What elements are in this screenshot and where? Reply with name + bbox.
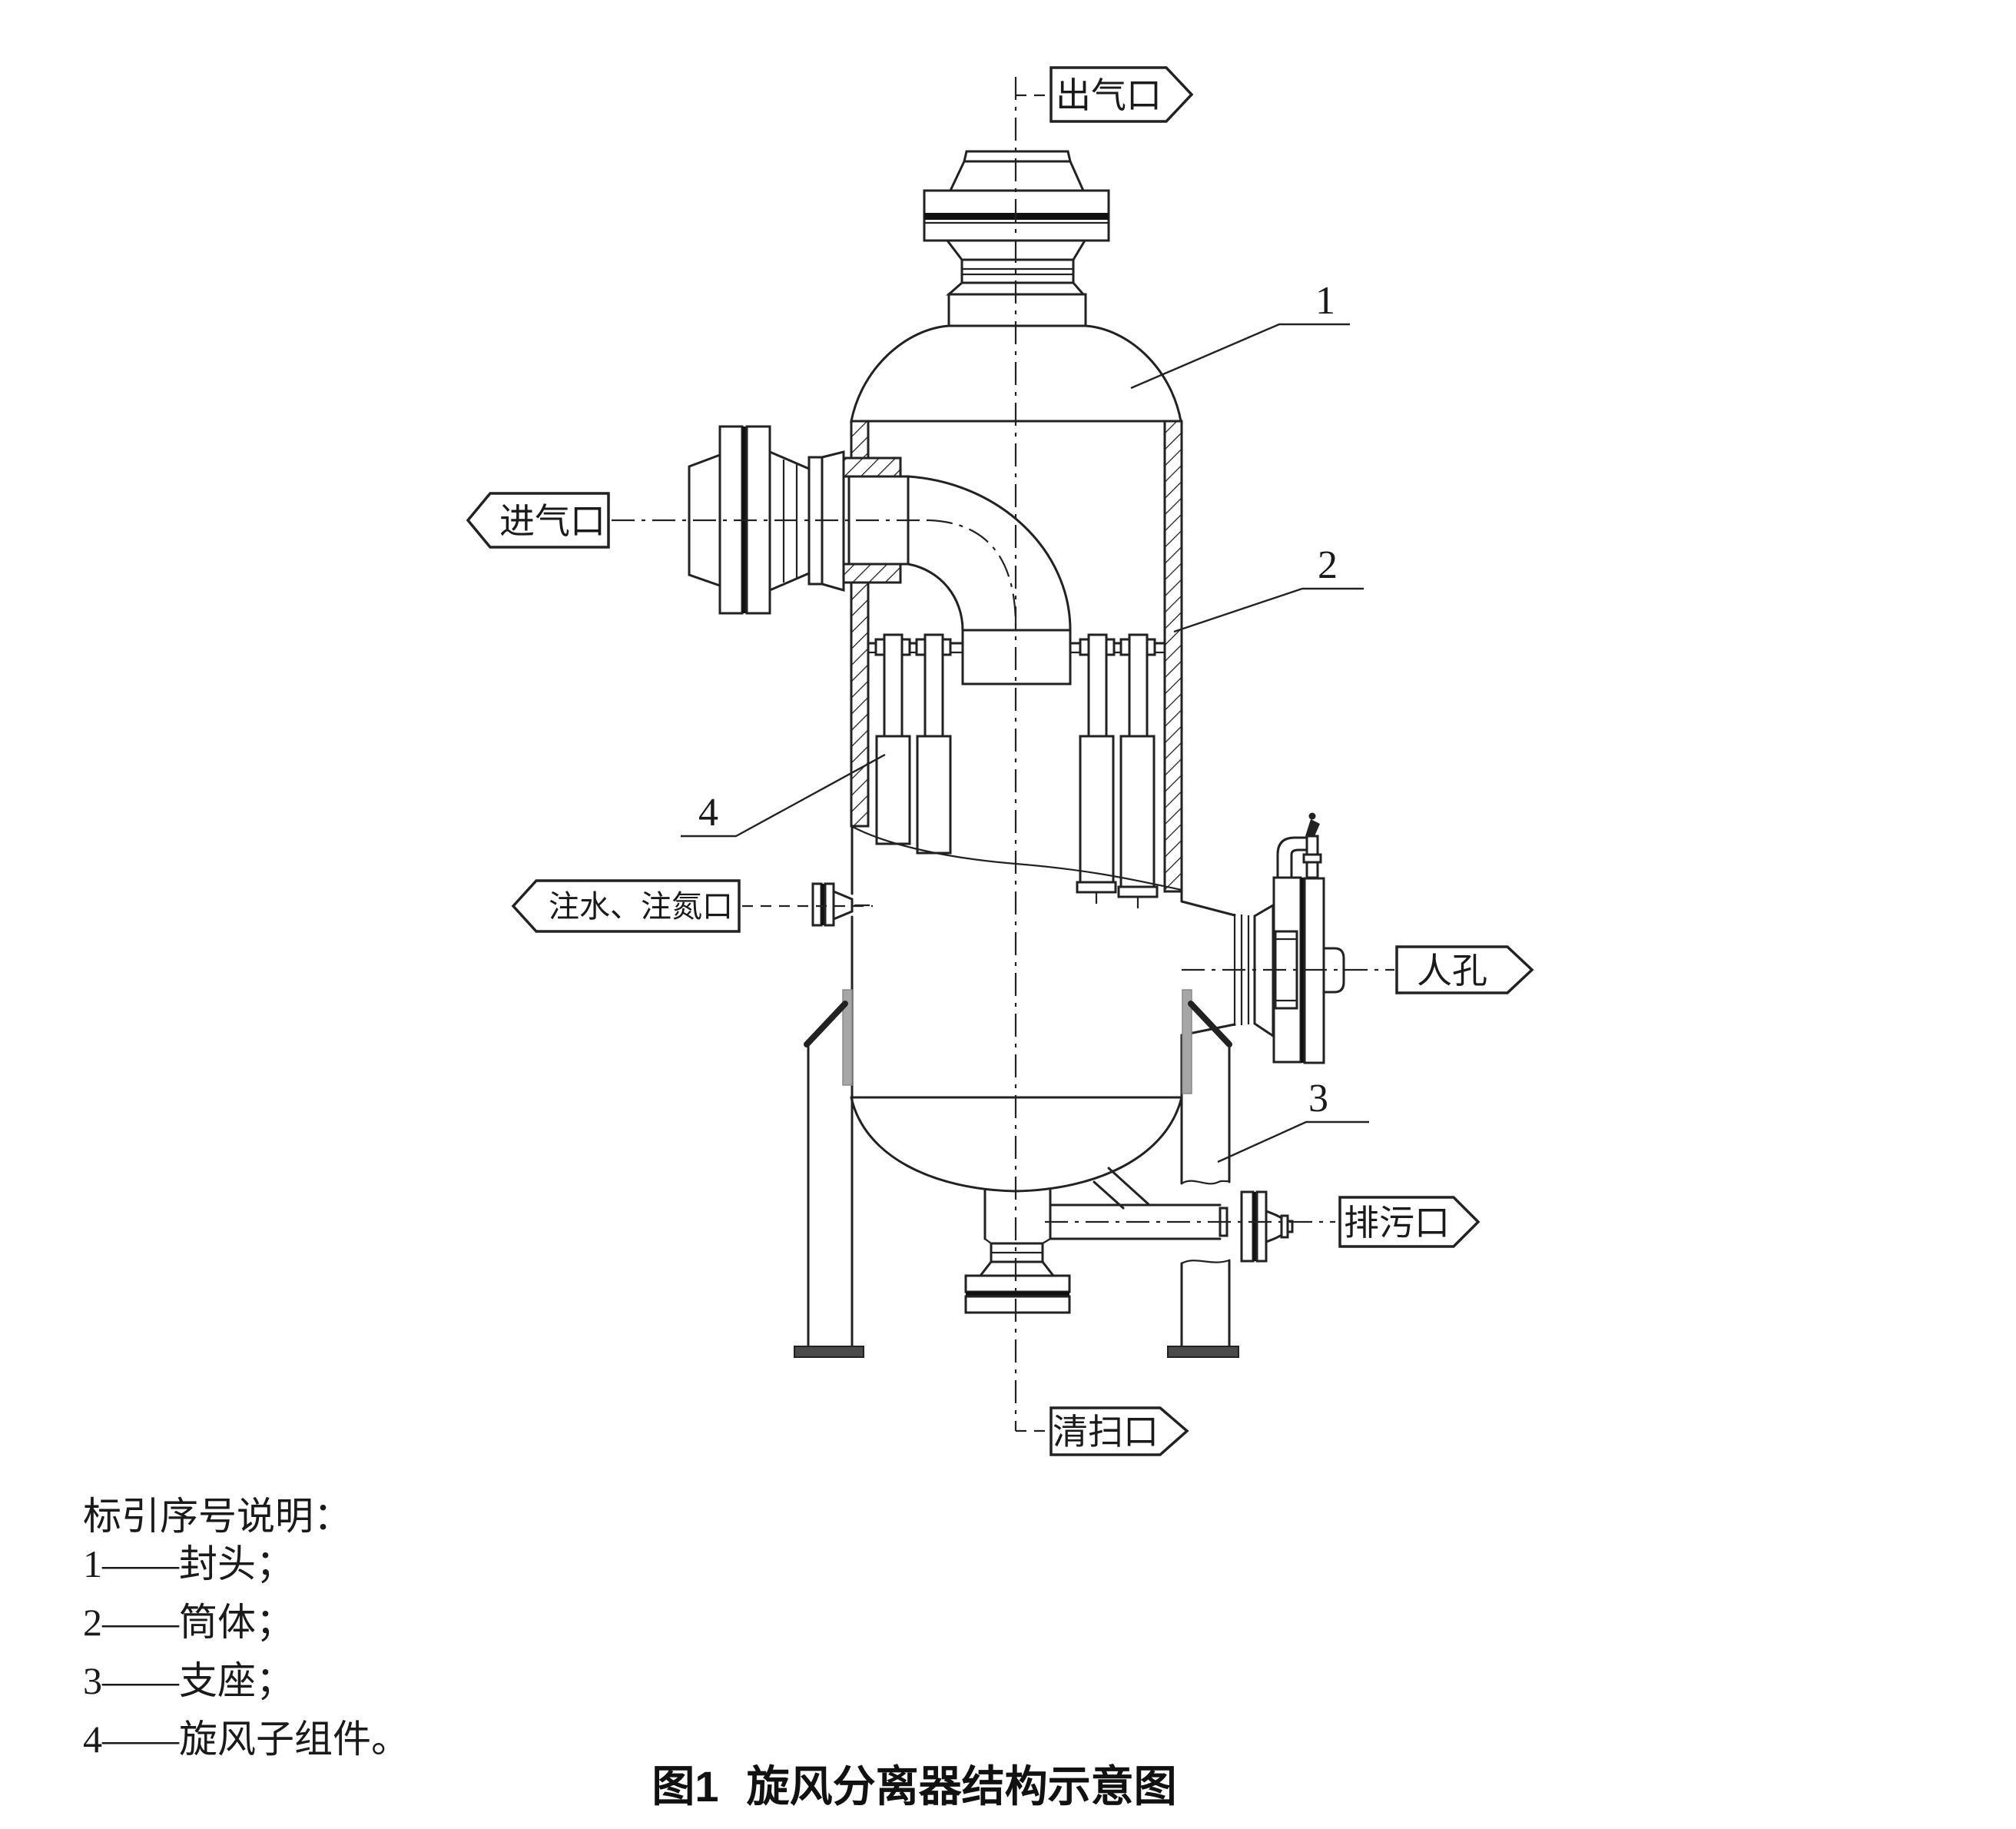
nozzle-weld-bottom xyxy=(842,563,902,584)
callout-4-cyclone: 4 xyxy=(698,791,718,835)
legend: 标引序号说明： 1——封头； 2——筒体； 3——支座； 4——旋风子组件。 xyxy=(83,1495,410,1761)
legend-item-2: 2——筒体； xyxy=(83,1601,294,1644)
legend-item-3: 3——支座； xyxy=(83,1659,294,1702)
outlet-port-label: 出气口 xyxy=(1056,75,1162,115)
manhole-vent-valve xyxy=(1276,812,1322,879)
support-leg-right xyxy=(1167,989,1239,1358)
callouts: 1 2 3 4 xyxy=(681,279,1369,1163)
drain-port-label: 排污口 xyxy=(1344,1203,1450,1243)
injection-port-flag: 注水、注氮口 xyxy=(511,879,741,933)
shell-wall-right xyxy=(1163,420,1183,1099)
legend-item-1: 1——封头； xyxy=(83,1542,294,1585)
vent-handle xyxy=(1305,819,1320,836)
outlet-port-flag: 出气口 xyxy=(1049,66,1194,123)
legend-heading: 标引序号说明： xyxy=(83,1495,352,1538)
injection-port-label: 注水、注氮口 xyxy=(549,890,733,924)
callout-2-shell: 2 xyxy=(1318,543,1338,587)
cleanout-port-label: 清扫口 xyxy=(1053,1412,1159,1452)
callout-1-head: 1 xyxy=(1315,279,1335,323)
figure-number: 图1 xyxy=(652,1762,718,1811)
drain-assembly xyxy=(1049,1167,1294,1263)
inlet-port-label: 进气口 xyxy=(499,501,605,541)
legend-item-4: 4——旋风子组件。 xyxy=(83,1718,410,1761)
manhole-port-flag: 人孔 xyxy=(1395,945,1534,994)
centerlines xyxy=(612,77,1394,1432)
manhole-assembly xyxy=(1180,812,1345,1064)
cleanout-port-flag: 清扫口 xyxy=(1049,1406,1189,1456)
leg-base-plate-right xyxy=(1167,1346,1239,1358)
nozzle-weld-top xyxy=(842,456,902,478)
inlet-port-flag: 进气口 xyxy=(466,492,610,549)
cyclone-tube-assembly xyxy=(867,633,1166,908)
figure-title: 旋风分离器结构示意图 xyxy=(747,1762,1177,1811)
inlet-elbow-outer xyxy=(907,475,1072,632)
manhole-port-label: 人孔 xyxy=(1417,951,1487,991)
drain-port-flag: 排污口 xyxy=(1338,1196,1480,1248)
figure-caption: 图1 旋风分离器结构示意图 xyxy=(652,1762,1176,1811)
callout-3-support: 3 xyxy=(1308,1077,1328,1120)
injection-nozzle xyxy=(811,882,870,927)
inlet-elbow-inner xyxy=(907,563,964,632)
cleanout-nozzle xyxy=(964,1189,1071,1314)
support-leg-left xyxy=(794,989,864,1358)
leg-base-plate-left xyxy=(794,1346,864,1358)
